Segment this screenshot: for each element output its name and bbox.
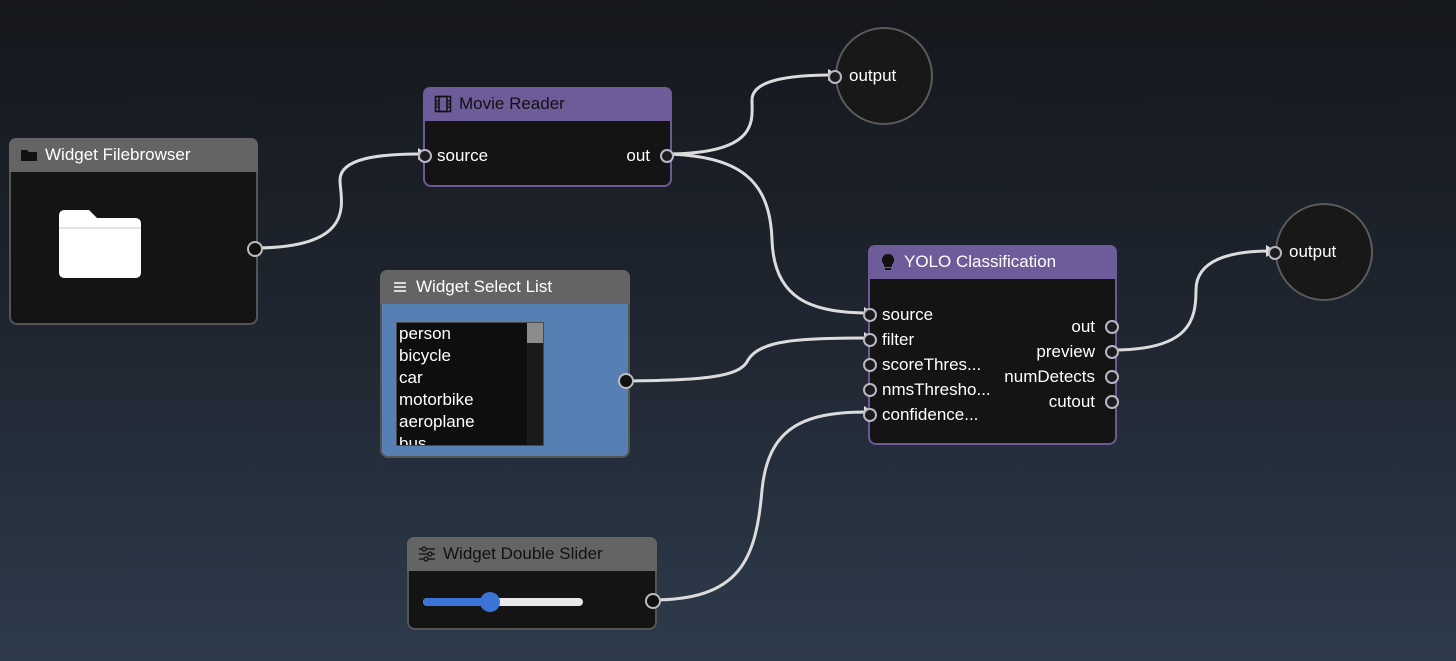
output-2-label: output (1289, 242, 1337, 261)
select-option[interactable]: car (399, 368, 423, 387)
yolo-input-nmsthreshold-label: nmsThresho... (882, 380, 991, 399)
film-icon (433, 94, 453, 114)
yolo-header[interactable]: YOLO Classification (868, 245, 1117, 279)
double-slider-output-port[interactable] (645, 593, 661, 609)
yolo-output-preview-port[interactable] (1105, 345, 1119, 359)
filebrowser-output-port[interactable] (247, 241, 263, 257)
yolo-input-confidence-port[interactable] (863, 408, 877, 422)
filebrowser-node[interactable]: Widget Filebrowser (9, 138, 263, 325)
yolo-output-numdetects-port[interactable] (1105, 370, 1119, 384)
yolo-classification-node[interactable]: YOLO Classification source filter scoreT… (863, 245, 1119, 445)
double-slider-track[interactable] (423, 592, 583, 612)
double-slider-node[interactable]: Widget Double Slider (407, 537, 661, 630)
output-1-label: output (849, 66, 897, 85)
double-slider-thumb[interactable] (480, 592, 500, 612)
output-2-input-port[interactable] (1268, 246, 1282, 260)
yolo-input-nmsthreshold-port[interactable] (863, 383, 877, 397)
yolo-input-confidence-label: confidence... (882, 405, 979, 424)
select-list-output-port[interactable] (618, 373, 634, 389)
wire-slider-to-yolo-confidence (650, 410, 868, 602)
output-1-input-port[interactable] (828, 70, 842, 84)
wire-filebrowser-to-movie-source (252, 152, 422, 250)
movie-reader-title: Movie Reader (459, 94, 565, 113)
select-option[interactable]: bus (399, 434, 427, 446)
yolo-input-scorethreshold-label: scoreThres... (882, 355, 982, 374)
output-node-2[interactable]: output (1268, 203, 1373, 301)
filebrowser-header[interactable]: Widget Filebrowser (9, 138, 258, 172)
movie-reader-header[interactable]: Movie Reader (423, 87, 672, 121)
select-option[interactable]: aeroplane (399, 412, 475, 431)
yolo-output-cutout-port[interactable] (1105, 395, 1119, 409)
select-option[interactable]: motorbike (399, 390, 474, 409)
yolo-input-source-label: source (882, 305, 934, 324)
select-option[interactable]: bicycle (399, 346, 451, 365)
yolo-output-preview-label: preview (1036, 342, 1095, 361)
select-list-scroll-thumb[interactable] (527, 323, 543, 343)
yolo-output-out-label: out (1071, 317, 1095, 336)
class-select-list[interactable]: person bicycle car motorbike aeroplane b… (396, 322, 544, 446)
large-folder-icon (59, 210, 141, 278)
select-list-title: Widget Select List (416, 277, 553, 296)
yolo-input-scorethreshold-port[interactable] (863, 358, 877, 372)
double-slider-fill (423, 598, 490, 606)
wire-yolo-preview-to-output2 (1111, 249, 1272, 352)
wire-movie-out-to-output1 (664, 73, 834, 156)
lightbulb-icon (878, 252, 898, 272)
yolo-input-filter-label: filter (882, 330, 915, 349)
select-option[interactable]: person (399, 324, 451, 343)
filebrowser-title: Widget Filebrowser (45, 145, 191, 164)
double-slider-header[interactable]: Widget Double Slider (407, 537, 657, 571)
output-node-1[interactable]: output (828, 27, 933, 125)
movie-reader-output-out-port[interactable] (660, 149, 674, 163)
yolo-output-numdetects-label: numDetects (1004, 367, 1095, 386)
movie-reader-output-out-label: out (626, 146, 650, 165)
wire-selectlist-to-yolo-filter (623, 336, 868, 383)
yolo-title: YOLO Classification (904, 252, 1057, 271)
yolo-input-source-port[interactable] (863, 308, 877, 322)
folder-browse-button[interactable] (55, 206, 145, 282)
double-slider-title: Widget Double Slider (443, 544, 603, 563)
movie-reader-input-source-port[interactable] (418, 149, 432, 163)
select-list-scrollbar[interactable] (527, 323, 543, 445)
yolo-output-out-port[interactable] (1105, 320, 1119, 334)
sliders-icon (417, 544, 437, 564)
movie-reader-node[interactable]: Movie Reader source out (418, 87, 674, 187)
movie-reader-input-source-label: source (437, 146, 489, 165)
yolo-input-filter-port[interactable] (863, 333, 877, 347)
select-list-header[interactable]: Widget Select List (380, 270, 630, 304)
yolo-output-cutout-label: cutout (1048, 392, 1095, 411)
wire-movie-out-to-yolo-source (664, 152, 868, 315)
list-icon (390, 277, 410, 297)
select-list-node[interactable]: Widget Select List person bicycle car mo… (380, 270, 634, 458)
folder-icon (19, 145, 39, 165)
